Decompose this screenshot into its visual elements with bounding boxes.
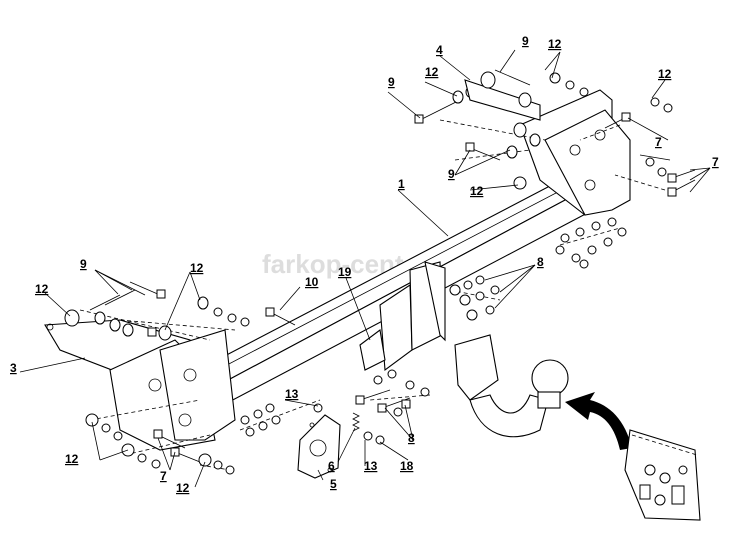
- fasteners: [64, 69, 696, 475]
- curved-arrow-icon: [565, 392, 632, 450]
- callout-13-right: 13: [364, 459, 378, 473]
- callout-6: 6: [328, 459, 335, 473]
- ball-mount-plates: [379, 261, 446, 372]
- hardware-bag-icon: [624, 429, 701, 521]
- callout-12-bottom: 12: [176, 481, 190, 495]
- callout-3: 3: [10, 361, 17, 375]
- leader-lines: [19, 49, 711, 488]
- callout-12-bottom-left: 12: [65, 452, 79, 466]
- callout-18: 18: [400, 459, 414, 473]
- callout-12-top-right: 12: [548, 37, 562, 51]
- callout-12-top-left: 12: [425, 65, 439, 79]
- callout-12-left: 12: [35, 282, 49, 296]
- callout-9-middle: 9: [448, 167, 455, 181]
- callout-7-bottom: 7: [160, 469, 167, 483]
- socket-plate: [297, 414, 341, 479]
- callout-1: 1: [398, 177, 405, 191]
- callout-8-right: 8: [537, 255, 544, 269]
- callout-7-top: 7: [655, 135, 662, 149]
- callout-8-middle: 8: [408, 431, 415, 445]
- callout-10: 10: [305, 275, 319, 289]
- callout-9-left: 9: [80, 257, 87, 271]
- callout-12-middle: 12: [470, 184, 484, 198]
- bracket-19: [359, 329, 386, 371]
- right-bracket: [519, 89, 631, 216]
- callout-12-far-right: 12: [658, 67, 672, 81]
- tow-ball: [454, 334, 569, 438]
- left-bracket: [44, 319, 236, 451]
- callout-13-left: 13: [285, 387, 299, 401]
- callout-12-left-top: 12: [190, 261, 204, 275]
- callout-19: 19: [338, 265, 352, 279]
- callout-7-right: 7: [712, 155, 719, 169]
- callout-9-top: 9: [522, 34, 529, 48]
- callout-4: 4: [436, 43, 443, 57]
- callout-5: 5: [330, 477, 337, 491]
- callout-9-left-top: 9: [388, 75, 395, 89]
- callouts: 1 3 4 5 6 7 7 7 8 8 9 9 9 9 10 12 12 12 …: [10, 34, 719, 495]
